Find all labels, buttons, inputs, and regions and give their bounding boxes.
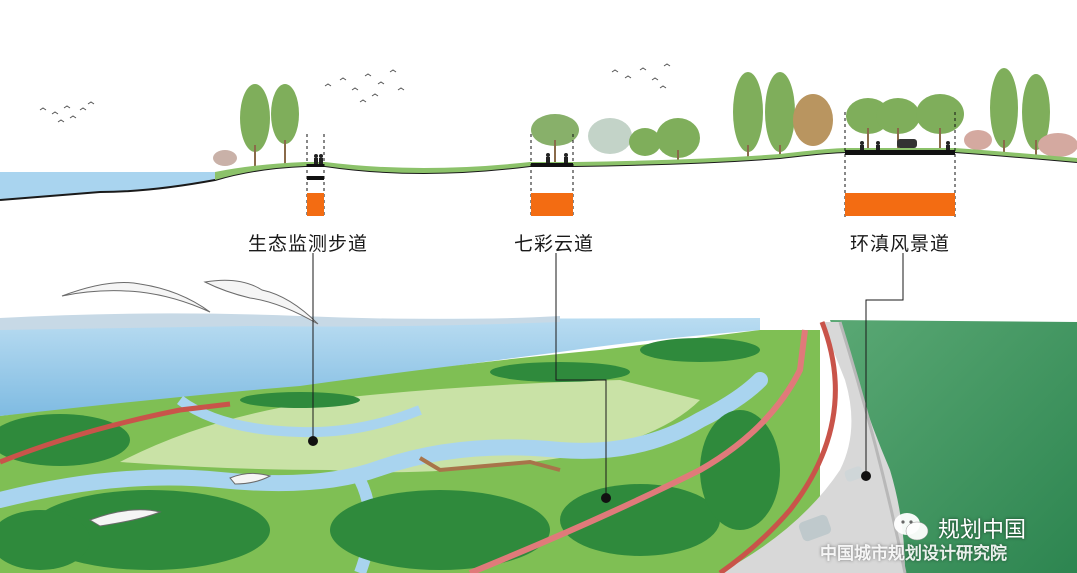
watermark-name: 规划中国 bbox=[938, 518, 1027, 543]
route-marker-1 bbox=[306, 134, 325, 218]
leader-lines bbox=[312, 253, 904, 498]
far-shore bbox=[0, 313, 560, 330]
grass-strip bbox=[215, 148, 1077, 180]
leader-line-2 bbox=[555, 253, 607, 498]
river-branch bbox=[177, 395, 422, 438]
car-on-road-icon bbox=[798, 514, 832, 542]
leader-dot-2 bbox=[601, 493, 611, 503]
boardwalk bbox=[0, 401, 231, 465]
road-edge-right bbox=[838, 321, 907, 573]
route-label-monitoring-trail: 生态监测步道 bbox=[248, 233, 369, 255]
aerial-view bbox=[0, 279, 1077, 573]
lake-section bbox=[0, 172, 215, 200]
leader-dots bbox=[308, 436, 871, 503]
forest-clusters bbox=[0, 338, 780, 570]
seagulls bbox=[61, 279, 319, 527]
colorful-path bbox=[468, 329, 808, 573]
car-icon bbox=[897, 139, 917, 148]
leader-line-3 bbox=[865, 253, 904, 476]
river-channel bbox=[0, 372, 768, 508]
car-on-road-2-icon bbox=[844, 466, 864, 482]
route-marker-3 bbox=[844, 112, 956, 218]
wooden-bridge bbox=[418, 456, 561, 473]
leader-dot-1 bbox=[308, 436, 318, 446]
leader-dot-3 bbox=[861, 471, 871, 481]
route-label-colorful-cloud-path: 七彩云道 bbox=[514, 233, 595, 255]
cross-section bbox=[0, 63, 1077, 218]
scenic-road bbox=[720, 322, 905, 573]
road-edge bbox=[718, 321, 838, 573]
lake-area bbox=[0, 318, 760, 416]
watermark-org: 中国城市规划设计研究院 bbox=[820, 544, 1007, 564]
route-marker-2 bbox=[530, 134, 574, 218]
bird-flocks bbox=[39, 63, 671, 123]
section-trees bbox=[213, 68, 1077, 166]
wechat-logo-icon bbox=[894, 513, 929, 541]
route-label-scenic-road: 环滇风景道 bbox=[850, 233, 951, 255]
